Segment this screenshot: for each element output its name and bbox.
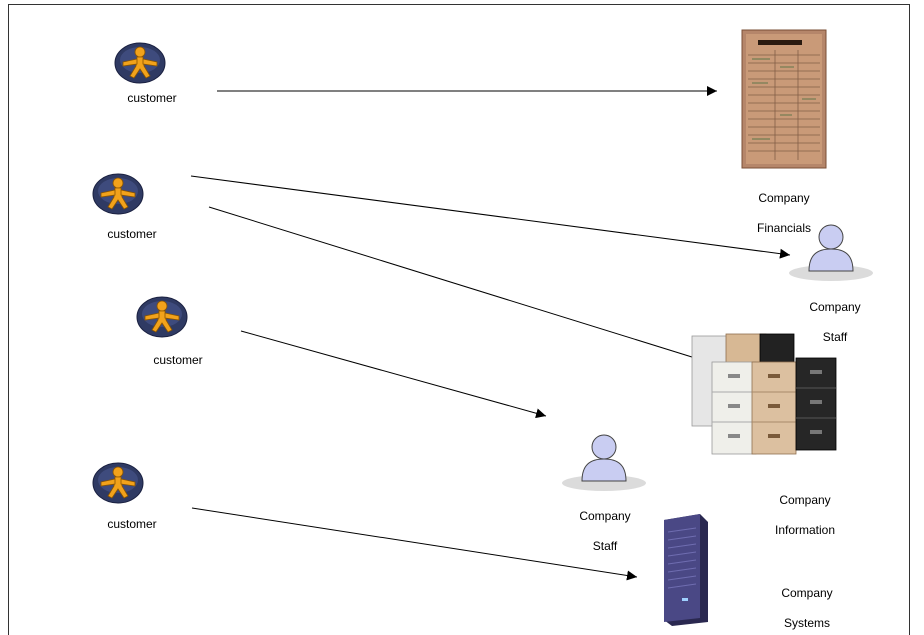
staff-top-label-line1: Company [809,300,861,314]
arrow-group [190,86,791,581]
staff-mid-label-line2: Staff [592,539,618,553]
arrow-customer2-staff [190,175,791,259]
financials-label: Company Financials [742,176,826,236]
customer-label: customer [153,353,203,367]
systems-label-line2: Systems [783,616,830,630]
staff-mid-label: Company Staff [565,494,645,554]
customer-icon [92,173,144,215]
systems-label-line1: Company [781,586,833,600]
ledger-document-icon [741,29,827,169]
financials-label-line2: Financials [756,221,812,235]
customer-label: customer [107,517,157,531]
customer-label: customer [107,227,157,241]
arrow-customer4-systems [191,507,638,581]
arrow-customer3-staff [240,330,547,419]
information-label-line1: Company [779,493,831,507]
information-label-line2: Information [774,523,836,537]
customer-label: customer [127,91,177,105]
customer-icon [92,462,144,504]
financials-label-line1: Company [758,191,810,205]
information-label: Company Information [765,478,845,538]
server-tower-icon [664,514,708,626]
systems-label: Company Systems [767,571,847,631]
filing-cabinets-icon [691,333,837,455]
staff-mid-label-line1: Company [579,509,631,523]
staff-person-icon [561,434,647,492]
staff-top-label-line2: Staff [822,330,848,344]
customer-icon [114,42,166,84]
customer-icon [136,296,188,338]
diagram-frame [8,4,910,635]
arrow-customer2-information [208,206,709,364]
staff-top-label: Company Staff [795,285,875,345]
